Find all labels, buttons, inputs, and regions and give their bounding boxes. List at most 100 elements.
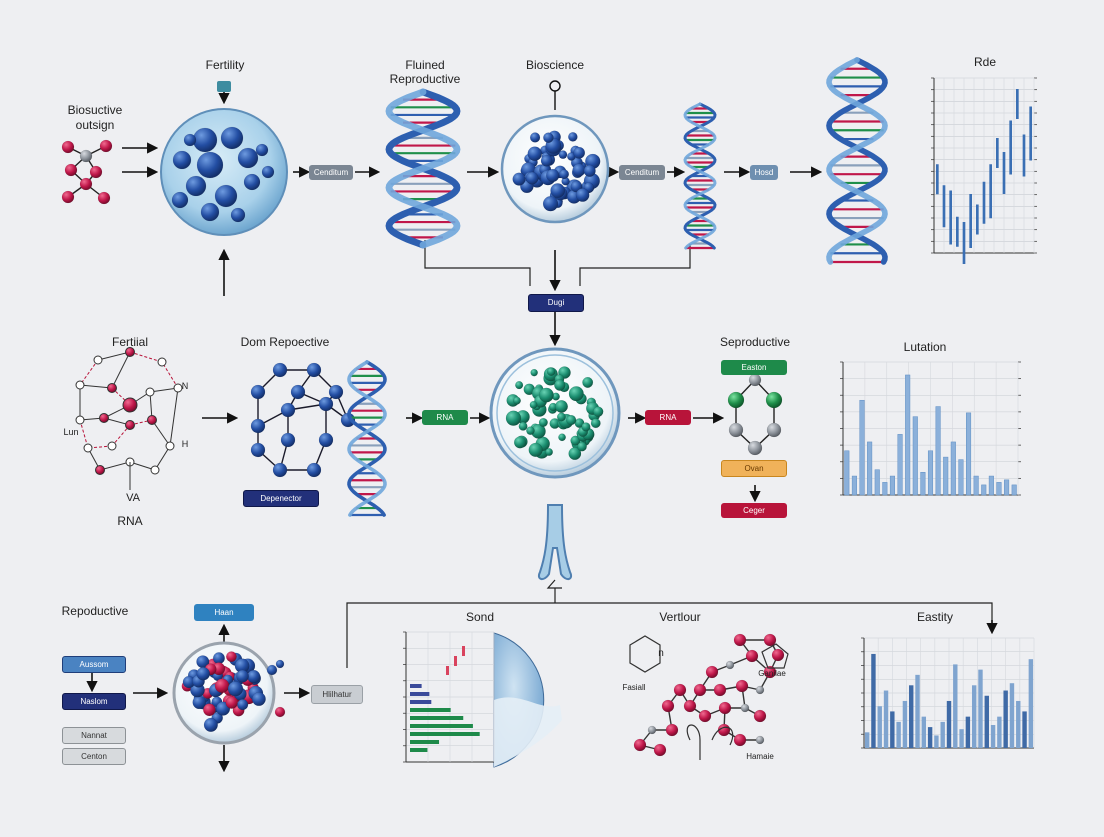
cell-particle xyxy=(243,173,261,191)
bar xyxy=(958,459,964,496)
helix-strand xyxy=(826,57,888,265)
bar xyxy=(890,711,895,748)
bar xyxy=(1009,683,1015,748)
network-node xyxy=(272,462,288,478)
bar xyxy=(889,475,895,496)
atom xyxy=(661,699,675,713)
network-node xyxy=(318,432,334,448)
label-h-right: H xyxy=(181,439,189,449)
bar xyxy=(410,684,422,688)
cell-particle xyxy=(214,184,238,208)
bar xyxy=(956,216,959,247)
atom xyxy=(75,415,85,425)
bar xyxy=(990,725,996,748)
cell-particle xyxy=(577,441,587,452)
pill-rna-green: RNA xyxy=(422,410,468,425)
atom xyxy=(173,383,183,393)
atom xyxy=(693,683,707,697)
cluster-particle xyxy=(212,652,225,665)
label-dom-repoective: Dom Repoective xyxy=(240,335,330,349)
atom xyxy=(755,735,765,745)
pill-hlilhatur: Hlilhatur xyxy=(311,685,363,704)
cell-particle xyxy=(583,164,596,177)
cell-particle xyxy=(554,379,566,391)
dna-helix-right xyxy=(826,57,888,265)
cell-particle xyxy=(590,418,601,429)
cell-particle xyxy=(545,448,554,456)
bar xyxy=(946,700,952,748)
bar xyxy=(1028,659,1034,748)
bar xyxy=(949,190,952,245)
atom xyxy=(99,139,113,153)
label-ganilae: Ganilae xyxy=(758,669,786,678)
bar xyxy=(410,724,473,728)
cluster-particle xyxy=(225,696,239,709)
cluster-particle xyxy=(274,706,286,718)
atom xyxy=(763,633,777,647)
bar xyxy=(965,716,971,748)
network-node xyxy=(318,396,334,412)
cell-particle xyxy=(570,435,581,446)
cell-particle xyxy=(556,412,566,422)
bar xyxy=(966,412,972,496)
pill-ceger: Ceger xyxy=(721,503,787,518)
pill-cenditum-1: Cenditum xyxy=(309,165,353,180)
cell-particle xyxy=(573,146,586,159)
chart-eastity xyxy=(861,637,1035,749)
bar xyxy=(927,450,934,496)
bar xyxy=(410,740,440,744)
atom xyxy=(763,665,777,679)
bond xyxy=(169,387,179,447)
atom xyxy=(147,415,157,425)
atom xyxy=(728,422,744,438)
network-node xyxy=(250,384,266,400)
cell-particle xyxy=(568,386,584,402)
cell-particle xyxy=(171,191,189,209)
cell-particle xyxy=(529,400,538,409)
bond xyxy=(99,461,131,471)
cell-particle xyxy=(530,368,538,377)
bar xyxy=(973,475,979,496)
cell-particle xyxy=(172,150,192,170)
atom xyxy=(733,733,747,747)
atom xyxy=(755,685,765,695)
cell-particle xyxy=(183,133,197,147)
cell-particle xyxy=(255,143,269,157)
pill-haan: Haan xyxy=(194,604,254,621)
connector-line xyxy=(424,240,531,286)
cell-particle xyxy=(546,168,560,183)
label-fertility: Fertility xyxy=(205,58,245,72)
bar xyxy=(859,399,865,496)
bar xyxy=(942,185,946,228)
bar xyxy=(982,181,986,224)
bond xyxy=(111,351,131,389)
label-vertlour: Vertlour xyxy=(659,610,701,624)
label-repoductive: Repoductive xyxy=(61,604,129,618)
atom xyxy=(740,703,750,713)
charts xyxy=(403,77,1037,763)
cell-particle xyxy=(527,146,543,162)
pill-nannat: Nannat xyxy=(62,727,126,744)
network-node xyxy=(272,362,288,378)
atom xyxy=(727,391,745,409)
flask-stem xyxy=(538,504,572,580)
connector-line xyxy=(346,602,993,668)
cell-particle xyxy=(200,202,220,222)
bar xyxy=(969,194,972,248)
cell-particle xyxy=(526,426,535,436)
bond xyxy=(154,445,171,471)
bar xyxy=(988,475,994,496)
bar xyxy=(1004,479,1010,496)
atom xyxy=(725,660,735,670)
atom xyxy=(653,743,667,757)
bar xyxy=(1011,484,1017,496)
bar xyxy=(462,646,465,656)
ring xyxy=(761,643,789,669)
chart-rde xyxy=(931,77,1037,264)
helix-strand xyxy=(683,102,717,250)
cell-particle xyxy=(196,151,224,179)
label-n-right: N xyxy=(181,381,189,391)
cluster-particle xyxy=(196,666,211,681)
